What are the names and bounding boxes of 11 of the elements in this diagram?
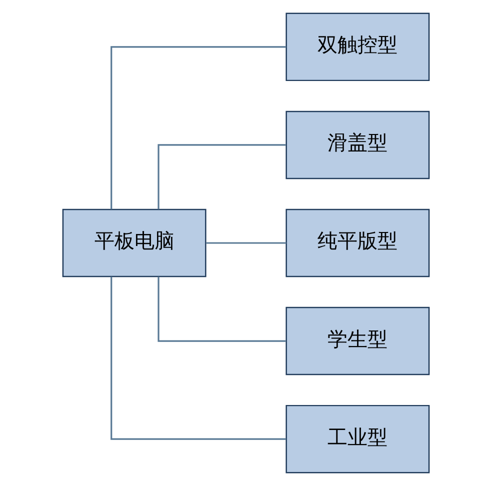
- node-box: 滑盖型: [286, 110, 430, 180]
- connector: [110, 276, 286, 440]
- node-box: 纯平版型: [286, 208, 430, 278]
- node-box: 学生型: [286, 306, 430, 376]
- connector: [110, 46, 286, 210]
- connector: [158, 276, 286, 342]
- connector: [158, 144, 286, 210]
- node-box: 工业型: [286, 404, 430, 474]
- node-box: 平板电脑: [62, 208, 206, 278]
- node-box: 双触控型: [286, 12, 430, 82]
- connector: [206, 242, 286, 244]
